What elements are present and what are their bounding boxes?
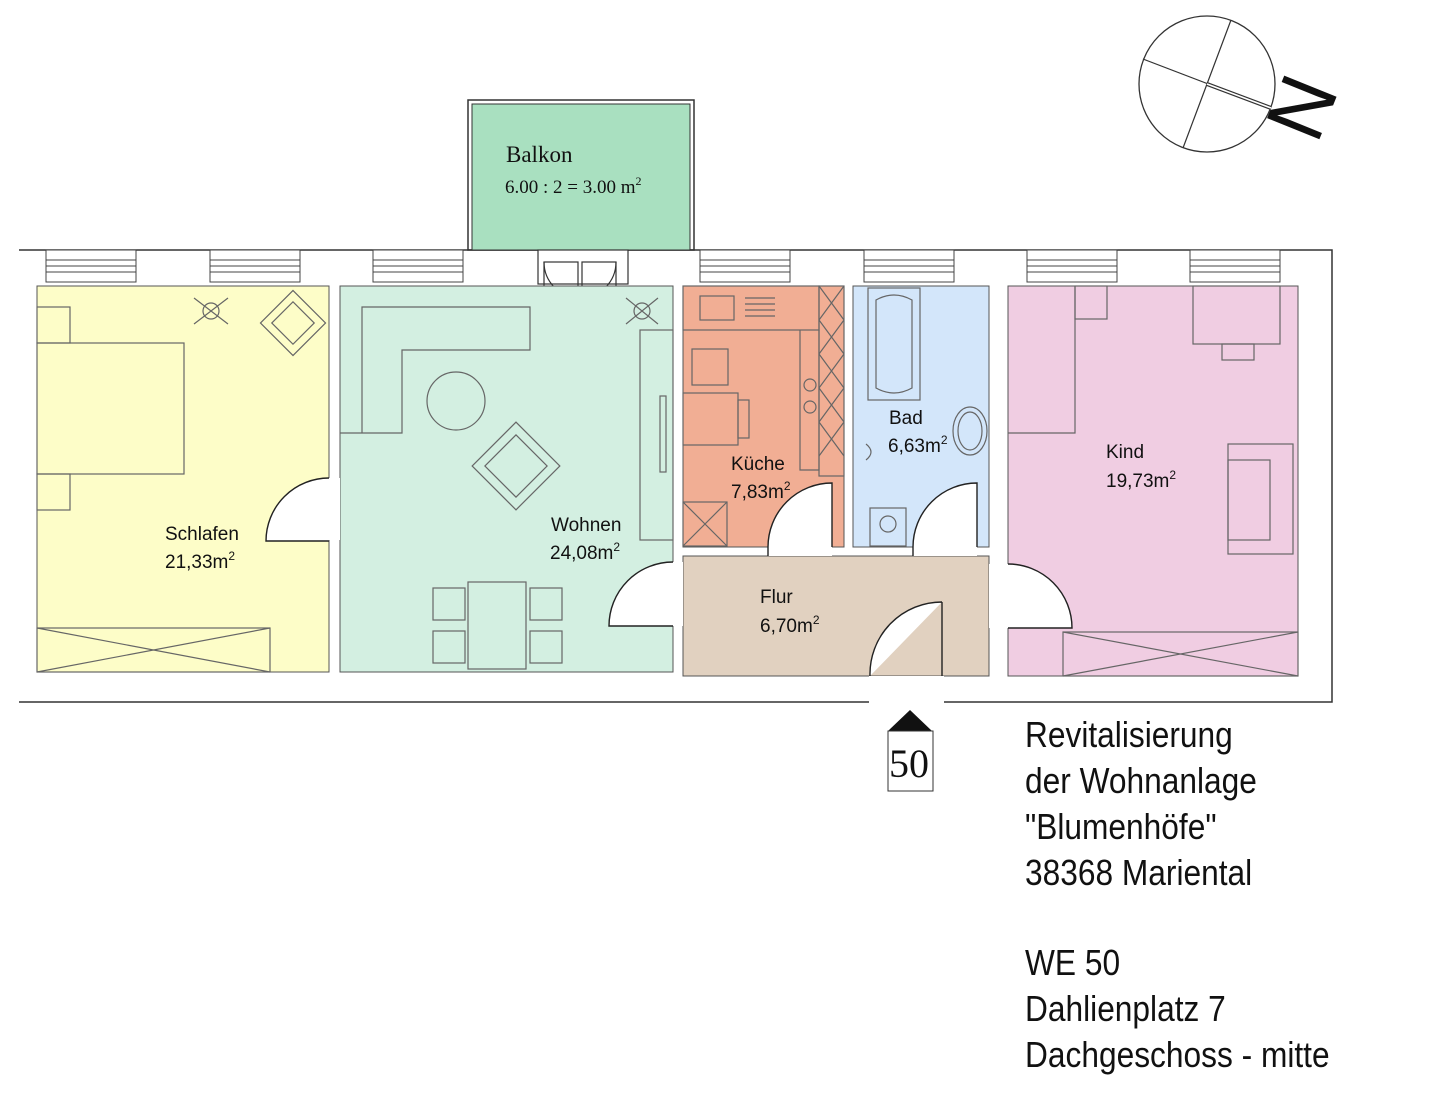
window bbox=[209, 249, 301, 283]
north-label: N bbox=[1249, 63, 1356, 152]
bad-area: 6,63m2 bbox=[888, 433, 948, 457]
project-line-3: "Blumenhöfe" bbox=[1025, 806, 1217, 847]
door-bad bbox=[912, 482, 978, 556]
schlafen-name: Schlafen bbox=[165, 524, 239, 545]
door-kueche bbox=[767, 482, 833, 556]
flur-area: 6,70m2 bbox=[760, 613, 820, 637]
window bbox=[1189, 249, 1281, 283]
doors bbox=[265, 477, 1073, 702]
floor-level: Dachgeschoss - mitte bbox=[1025, 1034, 1330, 1075]
kueche-area: 7,83m2 bbox=[731, 479, 791, 503]
compass: N bbox=[1138, 15, 1356, 153]
entrance-arrow-icon bbox=[888, 710, 932, 731]
project-line-2: der Wohnanlage bbox=[1025, 760, 1257, 801]
balkon: Balkon 6.00 : 2 = 3.00 m2 bbox=[467, 99, 695, 251]
window bbox=[372, 249, 464, 283]
wohnen-area: 24,08m2 bbox=[550, 540, 620, 564]
unit-marker: 50 bbox=[887, 710, 934, 792]
windows bbox=[45, 249, 1281, 283]
flur-name: Flur bbox=[760, 587, 793, 608]
kind-furniture bbox=[1008, 285, 1299, 677]
balkon-floor bbox=[471, 103, 691, 251]
balkon-name: Balkon bbox=[506, 142, 573, 167]
project-line-1: Revitalisierung bbox=[1025, 714, 1233, 755]
plant-icon bbox=[625, 297, 659, 325]
window bbox=[1026, 249, 1118, 283]
window bbox=[863, 249, 955, 283]
room-labels: Schlafen 21,33m2 Wohnen 24,08m2 Küche 7,… bbox=[165, 408, 1176, 637]
kind-name: Kind bbox=[1106, 442, 1144, 463]
plant-icon bbox=[193, 297, 229, 325]
project-line-4: 38368 Mariental bbox=[1025, 852, 1253, 893]
door-kind bbox=[989, 563, 1073, 629]
balkon-area: 6.00 : 2 = 3.00 m2 bbox=[505, 174, 642, 198]
bad-name: Bad bbox=[889, 408, 923, 429]
door-schlafen bbox=[265, 477, 340, 542]
schlafen-area: 21,33m2 bbox=[165, 549, 235, 573]
window bbox=[45, 249, 137, 283]
balcony-door bbox=[537, 249, 629, 303]
address: Dahlienplatz 7 bbox=[1025, 988, 1226, 1029]
compass-icon bbox=[1138, 15, 1276, 153]
unit-number: 50 bbox=[889, 741, 929, 786]
kind-area: 19,73m2 bbox=[1106, 468, 1176, 492]
door-entrance bbox=[869, 601, 944, 702]
bad-furniture bbox=[865, 287, 988, 547]
kueche-furniture bbox=[682, 285, 845, 547]
flur-room bbox=[682, 555, 990, 677]
kueche-name: Küche bbox=[731, 454, 785, 475]
schlafen-room bbox=[36, 285, 330, 673]
schlafen-furniture bbox=[36, 289, 327, 673]
wohnen-name: Wohnen bbox=[551, 515, 621, 536]
door-wohnen bbox=[608, 561, 683, 627]
window bbox=[699, 249, 791, 283]
project-info: Revitalisierung der Wohnanlage "Blumenhö… bbox=[1025, 712, 1330, 1078]
unit-id: WE 50 bbox=[1025, 942, 1121, 983]
wohnen-furniture bbox=[340, 297, 674, 670]
